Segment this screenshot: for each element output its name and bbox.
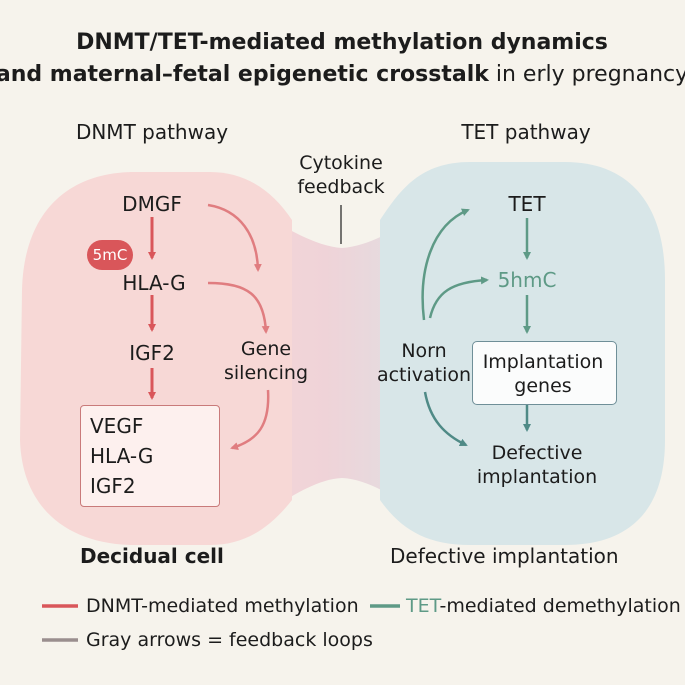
implantation-genes-label-1: Implantation: [482, 351, 604, 373]
cytokine-feedback-label-2: feedback: [297, 176, 385, 198]
defective-implantation-node-1: Defective: [491, 442, 583, 464]
gene-silencing-label-1: Gene: [240, 338, 292, 360]
cytokine-feedback-label-1: Cytokine: [299, 152, 383, 174]
node-tet: TET: [508, 192, 546, 216]
arrow-dmgf-feedback: [207, 203, 262, 272]
gene-silencing-label-2: silencing: [223, 362, 309, 384]
node-hlag: HLA-G: [122, 271, 186, 295]
arrow-gene-silencing-to-box: [230, 389, 270, 451]
node-dmgf: DMGF: [122, 192, 182, 216]
defective-implantation-footer: Defective implantation: [390, 544, 619, 568]
box-gene-igf2: IGF2: [90, 474, 136, 498]
arrow-hlag-to-gene-silencing: [207, 281, 270, 334]
dnmt-target-genes-box: [80, 405, 220, 507]
implantation-genes-label-2: genes: [514, 375, 572, 397]
defective-implantation-node-2: implantation: [476, 466, 598, 488]
decidual-cell-label: Decidual cell: [80, 544, 224, 568]
legend-tet-label: TET-mediated demethylation: [406, 595, 681, 617]
node-igf2: IGF2: [129, 341, 175, 365]
tet-pathway-header: TET pathway: [461, 120, 591, 144]
node-5hmc: 5hmC: [497, 268, 557, 292]
norn-activation-label-1: Norn: [401, 340, 447, 362]
title-line-1: DNMT/TET-mediated methylation dynamics: [76, 30, 608, 55]
implantation-genes-box: [472, 341, 617, 405]
box-gene-hlag: HLA-G: [90, 444, 154, 468]
badge-5mc: 5mC: [87, 240, 133, 270]
legend-dnmt-label: DNMT-mediated methylation: [86, 595, 359, 617]
arrow-norn-to-defective: [423, 391, 468, 447]
arrow-norn-to-tet: [421, 208, 470, 321]
box-gene-vegf: VEGF: [90, 414, 144, 438]
title-line-2: and maternal–fetal epigenetic crosstalk …: [0, 62, 685, 87]
arrow-5hmc-loop: [428, 276, 489, 319]
dnmt-pathway-header: DNMT pathway: [75, 120, 229, 144]
legend-gray-label: Gray arrows = feedback loops: [86, 629, 373, 651]
norn-activation-label-2: activation: [376, 364, 472, 386]
